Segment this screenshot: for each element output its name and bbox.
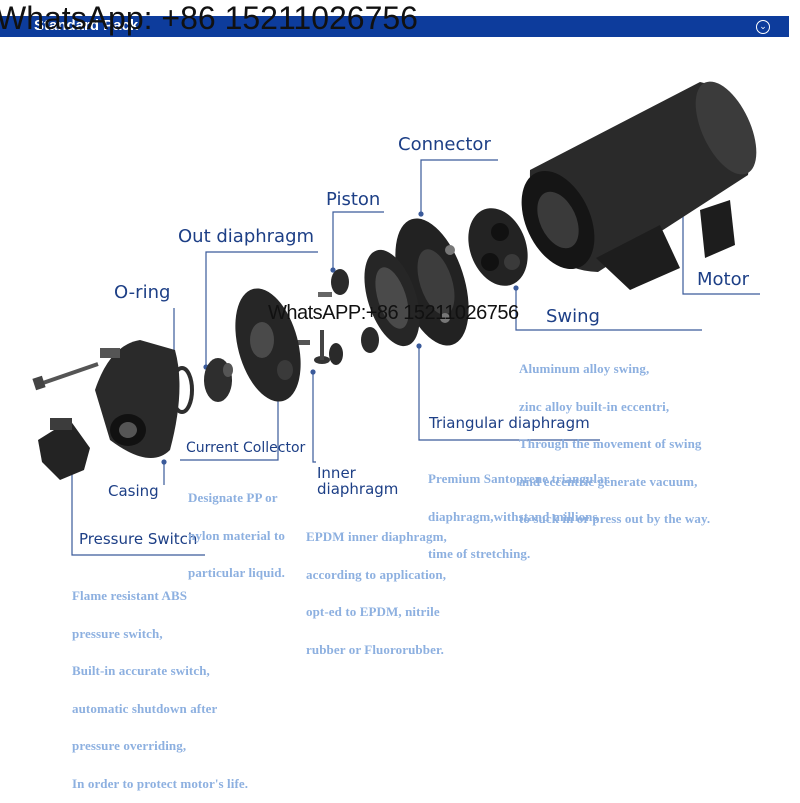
- desc-line: diaphragm,withstand millions: [428, 508, 598, 524]
- pressure-switch-part: [38, 418, 90, 480]
- label-current-collector: Current Collector: [186, 440, 306, 456]
- leader-current-collector: [180, 395, 279, 461]
- label-out-diaphragm: Out diaphragm: [178, 226, 315, 247]
- label-motor: Motor: [697, 269, 750, 290]
- leader-inner: [312, 372, 316, 463]
- leader-piston: [332, 211, 384, 270]
- leader-out-diaphragm: [205, 251, 318, 367]
- desc-line: Flame resistant ABS: [72, 588, 188, 603]
- desc-line: to suck in or press out by the way.: [519, 511, 711, 526]
- out-diaphragm-part: [204, 358, 233, 402]
- desc-line: Through the movement of swing: [519, 436, 702, 451]
- current-collector-part: [235, 288, 301, 402]
- desc-line: time of stretching.: [428, 546, 531, 561]
- piston-part: [294, 269, 379, 365]
- desc-line: In order to protect motor's life.: [72, 775, 249, 791]
- desc-line: Designate PP or: [188, 490, 278, 505]
- label-pressure-switch: Pressure Switch: [79, 530, 198, 548]
- watermark-middle: WhatsAPP:+86 15211026756: [268, 302, 519, 324]
- desc-line: and eccentric generate vacuum,: [519, 473, 698, 489]
- label-inner-diaphragm-1: Inner: [317, 464, 356, 482]
- casing-part: [95, 340, 180, 458]
- label-swing: Swing: [546, 306, 600, 327]
- desc-line: zinc alloy built-in eccentri,: [519, 398, 670, 414]
- header-title: Standard Pack: [34, 17, 139, 34]
- desc-swing: Aluminum alloy swing, zinc alloy built-i…: [519, 338, 710, 538]
- desc-line: pressure switch,: [72, 625, 163, 641]
- screw-part: [32, 362, 99, 391]
- desc-line: rubber or Fluororubber.: [306, 641, 444, 657]
- label-inner-diaphragm-2: diaphragm: [317, 480, 399, 498]
- desc-line: automatic shutdown after: [72, 700, 218, 716]
- motor-part: [521, 81, 757, 290]
- leader-connector: [420, 159, 498, 214]
- leader-pressure-switch: [71, 464, 205, 556]
- desc-line: Built-in accurate switch,: [72, 663, 210, 678]
- desc-line: Premium Santoprene triangular: [428, 471, 610, 486]
- desc-inner-diaphragm: EPDM inner diaphragm, according to appli…: [306, 506, 447, 669]
- desc-triangular-diaphragm: Premium Santoprene triangular diaphragm,…: [428, 448, 610, 573]
- chevron-down-icon[interactable]: ⌄: [756, 20, 770, 34]
- desc-line: EPDM inner diaphragm,: [306, 529, 447, 544]
- header-bar[interactable]: Standard Pack: [0, 16, 789, 37]
- swing-part: [468, 208, 528, 286]
- desc-line: nylon material to: [188, 527, 286, 543]
- desc-pressure-switch: Flame resistant ABS pressure switch, Bui…: [72, 565, 248, 803]
- desc-current-collector: Designate PP or nylon material to partic…: [188, 467, 285, 592]
- pump-exploded-diagram: [32, 81, 760, 556]
- label-o-ring: O-ring: [114, 282, 171, 303]
- desc-line: according to application,: [306, 566, 447, 582]
- label-connector: Connector: [398, 134, 491, 155]
- label-piston: Piston: [326, 189, 381, 210]
- label-casing: Casing: [108, 482, 159, 500]
- desc-line: particular liquid.: [188, 565, 285, 580]
- label-triangular-diaphragm: Triangular diaphragm: [429, 414, 590, 432]
- desc-line: opt-ed to EPDM, nitrile: [306, 604, 440, 619]
- triangular-diaphragm-part: [364, 249, 420, 347]
- leader-swing: [515, 288, 702, 331]
- desc-line: pressure overriding,: [72, 738, 187, 753]
- leader-triangular: [418, 346, 600, 441]
- watermark-top: WhatsApp: +86 15211026756: [0, 0, 418, 36]
- desc-line: Aluminum alloy swing,: [519, 361, 650, 376]
